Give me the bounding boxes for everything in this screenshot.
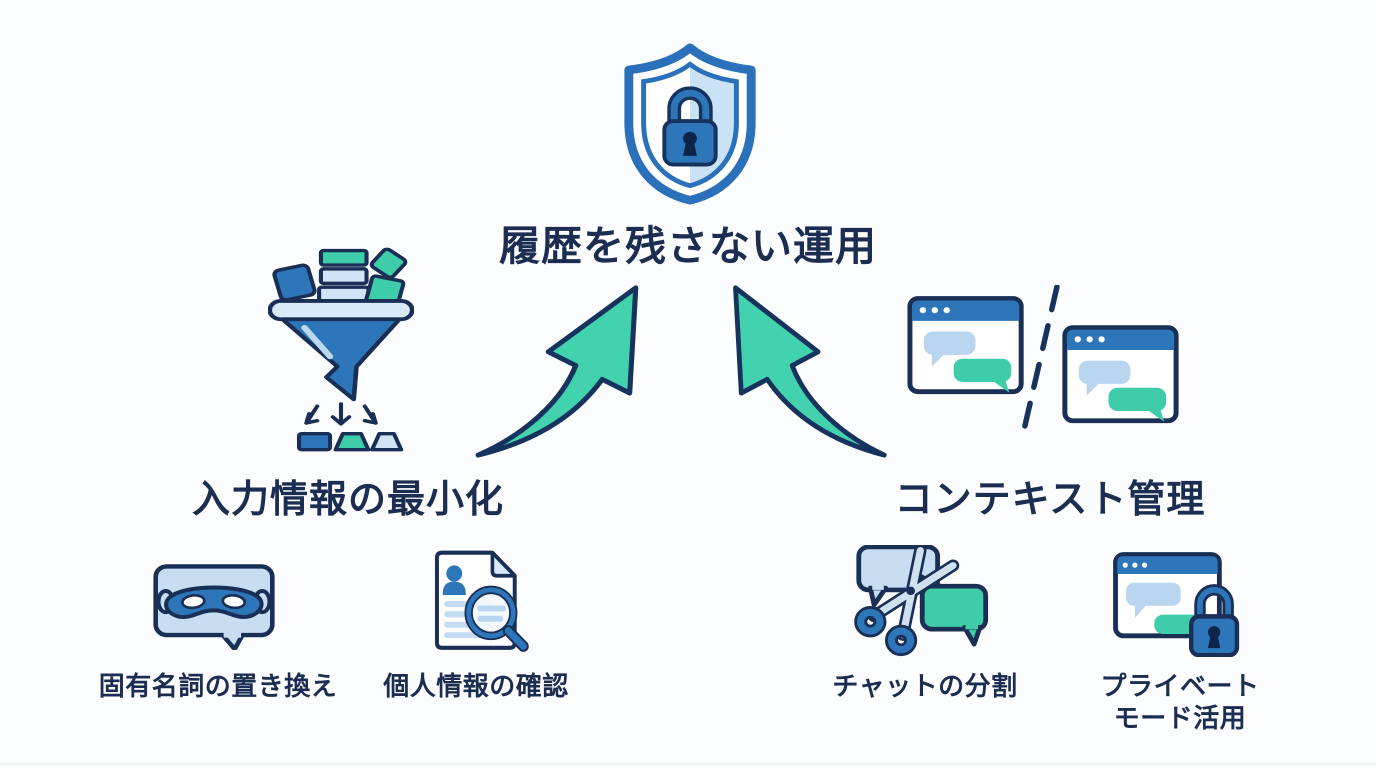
item-label-check-personal-info: 個人情報の確認 [383,671,569,701]
item-label-replace-proper-nouns: 固有名詞の置き換え [98,671,338,701]
shield-lock-icon [616,42,764,206]
chat-window-icon [1062,325,1179,424]
bottom-divider [0,763,1376,765]
page-fold-icon [490,550,517,578]
item-label-private-mode-line2: モード活用 [1113,703,1247,733]
item-label-private-mode-line1: プライベート [1100,671,1260,701]
curved-up-arrow-right [724,278,892,460]
split-chat-windows-icon [902,285,1190,445]
scissors-chat-icon [853,545,1003,661]
item-label-split-chats: チャットの分割 [832,671,1018,701]
document-magnifier-icon [424,549,532,653]
left-branch-label: 入力情報の最小化 [191,479,504,521]
goal-title: 履歴を残さない運用 [499,223,877,269]
masked-chat-bubble-icon [152,562,276,650]
private-window-lock-icon [1112,551,1244,657]
divider-slash-icon [1018,285,1060,445]
curved-up-arrow-left [470,278,648,460]
chat-window-icon [907,296,1024,395]
down-arrows-icon [304,402,378,426]
domino-mask-icon [156,585,272,620]
padlock-icon [662,86,718,167]
item-label-private-mode: プライベート モード活用 [1030,670,1330,734]
magnifier-icon [464,585,529,652]
right-branch-label: コンテキスト管理 [894,479,1206,521]
funnel-filter-icon [268,246,414,452]
person-icon [442,565,466,596]
padlock-icon [1189,584,1240,657]
scissors-icon [854,545,960,657]
